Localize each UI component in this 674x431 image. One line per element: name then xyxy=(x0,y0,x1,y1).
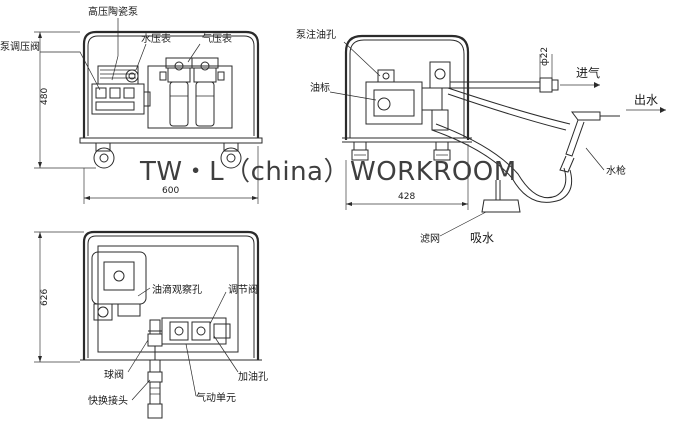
label-filter: 滤网 xyxy=(420,232,440,245)
water-gun-icon xyxy=(559,107,666,173)
top-motor-block xyxy=(91,251,147,321)
label-ball-valve: 球阀 xyxy=(104,368,124,381)
watermark-text: TW・L（china）WORKROOM xyxy=(139,157,517,187)
top-view: 油滴观察孔 调节阀 球阀 加油孔 快换接头 气动单元 626 xyxy=(34,230,268,419)
water-hose xyxy=(447,87,571,125)
leader-pump xyxy=(111,18,119,81)
top-frame xyxy=(82,230,260,360)
label-water-gauge: 水压表 xyxy=(141,32,171,45)
side-view: 泵注油孔 油标 进气 出水 水枪 滤网 吸水 ф22 428 xyxy=(296,28,666,245)
dimension-width: 600 xyxy=(83,146,259,204)
label-oil-fill-port: 泵注油孔 xyxy=(296,28,336,41)
water-gauge-icon xyxy=(125,69,139,83)
dimension-depth: 626 xyxy=(34,231,84,363)
dimension-depth-text: 626 xyxy=(40,289,50,306)
side-wheels xyxy=(351,141,451,161)
dimension-width-text: 600 xyxy=(162,186,179,196)
side-pump-body xyxy=(365,61,451,131)
label-air-gauge: 气压表 xyxy=(202,32,232,45)
label-oil-fill: 加油孔 xyxy=(238,370,268,383)
label-high-pressure-pump: 高压陶瓷泵 xyxy=(88,5,138,18)
front-frame-handle xyxy=(82,30,260,138)
air-filter-unit xyxy=(159,57,225,127)
dimension-side-width-text: 428 xyxy=(398,192,415,202)
label-regulating-valve: 调节阀 xyxy=(228,283,258,296)
label-pump-pressure-valve: 泵调压阀 xyxy=(0,40,40,53)
label-quick-coupler: 快换接头 xyxy=(88,394,128,407)
label-oil-level: 油标 xyxy=(310,81,330,94)
front-view: 高压陶瓷泵 泵调压阀 水压表 气压表 480 600 xyxy=(0,5,263,204)
label-air-in: 进气 xyxy=(576,65,600,80)
dimension-diameter: ф22 xyxy=(539,47,553,78)
dimension-side-width: 428 xyxy=(345,144,469,210)
front-base-rail xyxy=(79,137,263,144)
label-oil-drip-window: 油滴观察孔 xyxy=(152,283,202,296)
quick-coupler xyxy=(147,359,163,419)
label-water-gun: 水枪 xyxy=(606,164,626,177)
tank-back-plate xyxy=(147,65,233,129)
dimension-diameter-text: ф22 xyxy=(540,47,550,66)
side-frame xyxy=(344,34,470,140)
label-water-out: 出水 xyxy=(634,93,658,107)
ball-valve xyxy=(147,319,163,360)
suction-hose xyxy=(431,129,573,203)
front-wheels xyxy=(93,142,242,169)
air-inlet xyxy=(450,77,600,93)
dimension-height: 480 xyxy=(34,31,96,169)
pump-block xyxy=(91,83,151,115)
motor-housing xyxy=(97,65,139,85)
filter-icon xyxy=(481,199,521,213)
top-inner-panel xyxy=(97,245,239,353)
label-water-suction: 吸水 xyxy=(470,231,494,245)
dimension-height-text: 480 xyxy=(40,88,50,105)
label-pneumatic-unit: 气动单元 xyxy=(196,391,236,404)
pneumatic-unit xyxy=(148,317,231,345)
